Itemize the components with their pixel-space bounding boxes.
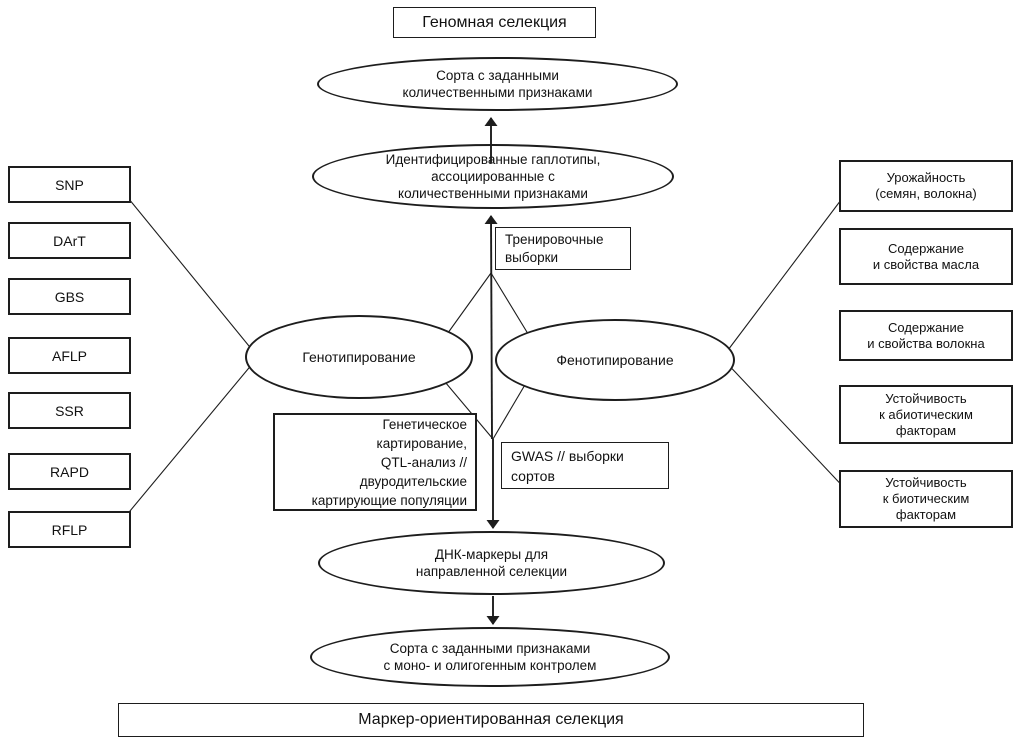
marker-box-ssr: SSR (8, 392, 131, 429)
genetic-mapping-label: Генетическое картирование, QTL-анализ //… (311, 416, 467, 508)
line-phenotyping-to-yield (721, 187, 851, 359)
haplotypes-label: Идентифицированные гаплотипы, ассоцииров… (385, 152, 601, 201)
genetic-mapping-box: Генетическое картирование, QTL-анализ //… (273, 413, 477, 511)
trait-box-oil: Содержание и свойства масла (839, 228, 1013, 285)
marker-box-rflp: RFLP (8, 511, 131, 548)
marker-box-gbs-label: GBS (54, 288, 85, 305)
gwas-box: GWAS // выборки сортов (501, 442, 669, 489)
bottom-title-box: Маркер-ориентированная селекция (118, 703, 864, 737)
diamond-line-bottom-right (492, 377, 530, 440)
line-phenotyping-to-biotic (721, 357, 851, 495)
marker-box-aflp: AFLP (8, 337, 131, 374)
trait-box-fiber-label: Содержание и свойства волокна (867, 319, 985, 351)
marker-box-dart: DArT (8, 222, 131, 259)
marker-box-rapd: RAPD (8, 453, 131, 490)
top-title-label: Геномная селекция (422, 13, 567, 31)
dna-markers-ellipse: ДНК-маркеры для направленной селекции (318, 531, 665, 595)
marker-box-snp: SNP (8, 166, 131, 203)
trait-box-biotic-label: Устойчивость к биотическим факторам (882, 475, 970, 522)
trait-box-yield: Урожайность (семян, волокна) (839, 160, 1013, 212)
phenotyping-label: Фенотипирование (556, 351, 674, 368)
haplotypes-ellipse: Идентифицированные гаплотипы, ассоцииров… (312, 144, 674, 209)
trait-box-fiber: Содержание и свойства волокна (839, 310, 1013, 361)
marker-box-dart-label: DArT (53, 232, 86, 249)
bottom-title-label: Маркер-ориентированная селекция (358, 711, 624, 728)
genotyping-ellipse: Генотипирование (245, 315, 473, 399)
marker-box-rflp-label: RFLP (51, 521, 88, 538)
diamond-line-top-left (444, 272, 492, 338)
trait-box-oil-label: Содержание и свойства масла (872, 240, 980, 272)
marker-box-gbs: GBS (8, 278, 131, 315)
varieties-quantitative-ellipse: Сорта с заданными количественными призна… (317, 57, 678, 111)
training-samples-box: Тренировочные выборки (495, 227, 631, 270)
trait-box-yield-label: Урожайность (семян, волокна) (875, 170, 977, 201)
marker-box-ssr-label: SSR (55, 402, 84, 419)
phenotyping-ellipse: Фенотипирование (495, 319, 735, 401)
trait-box-abiotic: Устойчивость к абиотическим факторам (839, 385, 1013, 444)
marker-box-aflp-label: AFLP (51, 347, 87, 364)
varieties-quantitative-label: Сорта с заданными количественными призна… (402, 68, 593, 100)
diamond-line-top-right (490, 272, 534, 343)
marker-box-snp-label: SNP (55, 176, 84, 193)
top-title-box: Геномная селекция (393, 7, 596, 38)
varieties-mono-ellipse: Сорта с заданными признаками с моно- и о… (310, 627, 670, 687)
trait-box-abiotic-label: Устойчивость к абиотическим факторам (879, 390, 973, 438)
trait-box-biotic: Устойчивость к биотическим факторам (839, 470, 1013, 528)
line-snp-to-genotyping (119, 187, 259, 358)
genotyping-label: Генотипирование (302, 348, 416, 365)
varieties-mono-label: Сорта с заданными признаками с моно- и о… (383, 641, 597, 673)
diamond-line-bottom-left (439, 375, 494, 440)
arrow-junction-to-haplotypes (484, 215, 498, 440)
gwas-label: GWAS // выборки сортов (511, 447, 624, 484)
line-rflp-to-genotyping (119, 356, 259, 524)
dna-markers-label: ДНК-маркеры для направленной селекции (415, 547, 568, 579)
marker-box-rapd-label: RAPD (50, 463, 89, 480)
training-samples-label: Тренировочные выборки (505, 231, 604, 265)
